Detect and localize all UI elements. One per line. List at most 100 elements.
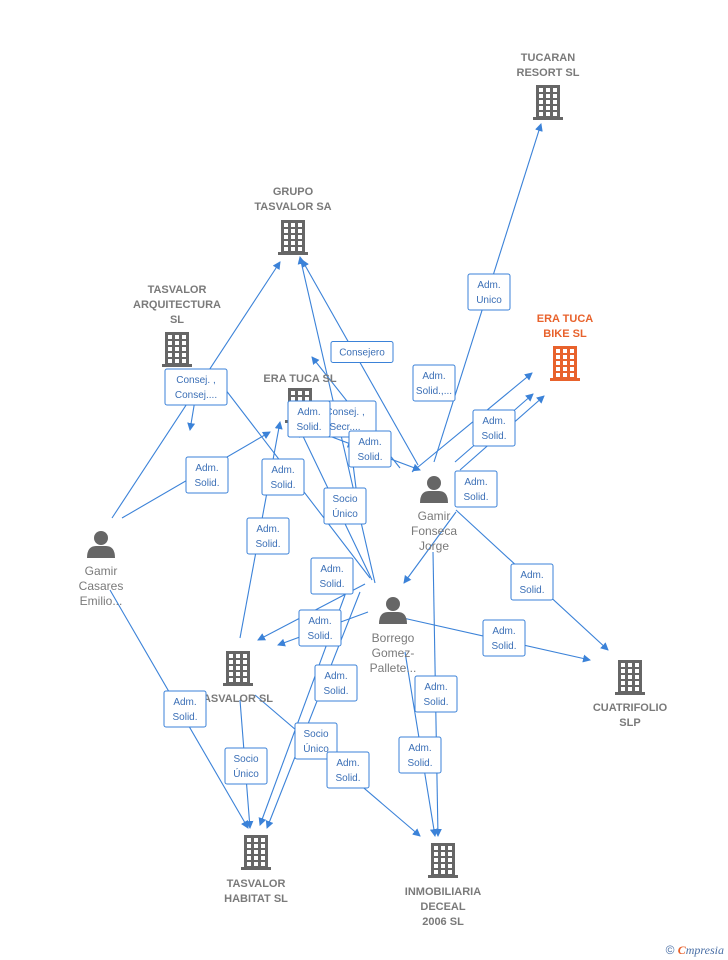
edge-label-box (454, 470, 498, 508)
edge-label-text-line: Socio (303, 729, 328, 740)
edge-label-box (164, 368, 228, 406)
person-icon[interactable] (87, 531, 115, 558)
edge-label-l7[interactable]: Adm.Solid. (348, 430, 392, 468)
person-name-line: Fonseca (411, 524, 457, 538)
edge-label-text-line: Unico (476, 295, 502, 306)
edge-label-l9[interactable]: Adm.Solid. (472, 409, 516, 447)
edge-label-text-line: Solid. (194, 478, 219, 489)
edge-label-text-line: Solid. (172, 712, 197, 723)
edge-label-text-line: Adm. (408, 743, 431, 754)
building-icon[interactable] (162, 332, 192, 367)
edge-label-text: Adm.Solid. (481, 416, 506, 442)
building-icon[interactable] (223, 651, 253, 686)
edge-label-l16[interactable]: Adm.Solid. (482, 619, 526, 657)
person-icon[interactable] (420, 476, 448, 503)
edge-label-l24[interactable]: Adm.Solid. (326, 751, 370, 789)
edge-label-box (314, 664, 358, 702)
edge-label-l11[interactable]: Adm.Solid. (261, 458, 305, 496)
edge-label-box (510, 563, 554, 601)
company-name-line: 2006 SL (422, 916, 464, 928)
edge-label-text-line: Único (233, 767, 259, 780)
brand-footer: © Cmpresia (666, 943, 724, 958)
edge-label-text: Adm.Unico (476, 280, 502, 306)
edge-label-l20[interactable]: Adm.Solid. (163, 690, 207, 728)
edge-label-l17[interactable]: Adm.Solid. (510, 563, 554, 601)
brand-logo-text: mpresia (685, 943, 724, 957)
company-name-line: TASVALOR (227, 878, 286, 890)
company-name-line: RESORT SL (517, 67, 580, 79)
edge-label-text: Adm.Solid. (307, 616, 332, 642)
edge-label-text: Consej. ,Secr.... (325, 407, 364, 433)
edge-label-box (472, 409, 516, 447)
relation-edge (265, 591, 361, 829)
edge-label-text-line: Adm. (358, 437, 381, 448)
edge-label-l18[interactable]: Adm.Solid. (314, 664, 358, 702)
edge-label-box (287, 400, 331, 438)
edge-label-box (294, 722, 338, 760)
company-name-line: SL (170, 314, 184, 326)
company-node-tasvalor[interactable]: ASVALOR SL (203, 651, 273, 705)
edge-label-l19[interactable]: Adm.Solid. (414, 675, 458, 713)
building-icon[interactable] (550, 346, 580, 381)
building-icon[interactable] (428, 843, 458, 878)
edge-label-text: Adm.Solid. (423, 682, 448, 708)
edge-label-text: Adm.Solid. (319, 564, 344, 590)
person-icon[interactable] (379, 597, 407, 624)
edge-label-l15[interactable]: Adm.Solid. (298, 609, 342, 647)
edge-label-l10[interactable]: Adm.Solid. (454, 470, 498, 508)
person-name-line: Casares (79, 579, 124, 593)
company-name-line: TUCARAN (521, 52, 575, 64)
edge-label-text-line: Adm. (492, 626, 515, 637)
edge-label-text-line: Consej. , (176, 375, 215, 386)
edge-label-text-line: Solid. (407, 758, 432, 769)
edge-label-text: Adm.Solid.,... (416, 371, 452, 397)
edge-label-box (412, 364, 456, 402)
edge-label-text: Adm.Solid. (357, 437, 382, 463)
edge-label-l25[interactable]: Adm.Solid. (287, 400, 331, 438)
edge-label-box (414, 675, 458, 713)
building-icon[interactable] (533, 85, 563, 120)
person-name-line: Gomez- (372, 646, 415, 660)
edge-labels-layer: Adm.UnicoConsejeroAdm.Solid.,...Consej. … (163, 273, 554, 789)
company-name-line: DECEAL (420, 901, 466, 913)
company-name-line: ASVALOR SL (203, 693, 273, 705)
edge-label-l13[interactable]: Adm.Solid. (246, 517, 290, 555)
company-node-tucaran[interactable]: TUCARAN RESORT SL (517, 52, 580, 120)
person-name-line: Emilio... (80, 594, 123, 608)
edge-label-l4[interactable]: Consej. ,Consej.... (164, 368, 228, 406)
edge-label-l3[interactable]: Adm.Solid.,... (412, 364, 456, 402)
edge-label-l8[interactable]: Adm.Solid. (185, 456, 229, 494)
edge-label-l1[interactable]: Adm.Unico (467, 273, 511, 311)
edge-label-l2[interactable]: Consejero (330, 341, 394, 363)
edge-label-text-line: Adm. (271, 465, 294, 476)
building-icon[interactable] (278, 220, 308, 255)
edge-label-text: Adm.Solid. (323, 671, 348, 697)
building-icon[interactable] (241, 835, 271, 870)
building-icon[interactable] (615, 660, 645, 695)
edge-label-box (482, 619, 526, 657)
edge-label-text: Adm.Solid. (255, 524, 280, 550)
edge-label-l14[interactable]: Adm.Solid. (310, 557, 354, 595)
edge-label-l22[interactable]: Adm. Solid. (398, 736, 442, 774)
edge-label-text-line: Solid. (255, 539, 280, 550)
edge-label-box (348, 430, 392, 468)
edge-label-box (298, 609, 342, 647)
edge-label-box (467, 273, 511, 311)
